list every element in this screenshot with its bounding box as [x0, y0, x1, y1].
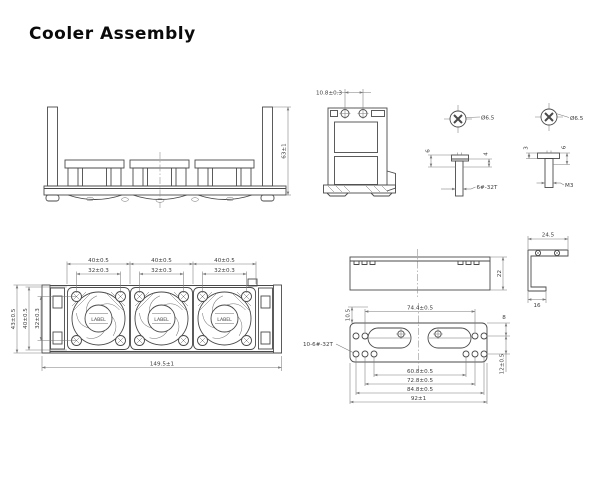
dim-left-label: 3 [524, 146, 530, 150]
dim-fan-height-label: 40±0.5 [23, 308, 29, 329]
dim-overall-width-label: 92±1 [411, 396, 427, 402]
channel-body [527, 249, 569, 292]
window-upper [334, 121, 378, 153]
dim-hole-spacing-label: 32±0.3 [151, 268, 172, 274]
dim-overall-height-label: 63±1 [282, 143, 288, 159]
dim-channel-bottom-label: 16 [533, 303, 541, 309]
front-elevation-view: 63±1 [43, 106, 291, 208]
window-lower [334, 156, 378, 185]
dim-hole-spacing-label: 32±0.3 [214, 268, 235, 274]
fan-unit [130, 287, 193, 350]
dim-channel-top-label: 24.5 [542, 233, 555, 239]
screw-head-side [537, 152, 560, 159]
channel-profile-view: 24.5 16 [527, 233, 569, 309]
dim-head-dia-label: Ø6.5 [570, 115, 584, 122]
base-tray [43, 185, 287, 196]
side-view: 10.8±0.3 [316, 89, 396, 197]
dim-overall-length-label: 149.5±1 [150, 362, 175, 368]
screw-detail-a: Ø6.5 6 4 6#-32T [426, 105, 498, 197]
dim-right-label: 4 [484, 152, 490, 156]
screw-detail-b: Ø6.5 3 6 M3 [524, 103, 584, 189]
screw-head-side [451, 154, 469, 162]
right-end-plate [273, 284, 282, 354]
back-plate-view: 74.4±0.5 10.5 10-6#-32T 60.8±0.5 72.8±0.… [303, 303, 510, 404]
page-title: Cooler Assembly [29, 24, 196, 44]
thread-note-label: 10-6#-32T [303, 342, 334, 348]
dim-edge-offset-label: 10.5 [346, 308, 352, 321]
corner-tab [247, 278, 258, 287]
dim-hole-spacing-label: 10.8±0.3 [316, 91, 342, 97]
slot [367, 327, 412, 349]
plate-edge-view: 22 [349, 249, 507, 298]
dim-right-label: 6 [562, 145, 568, 149]
fan-front-view: 40±0.5 40±0.5 40±0.5 32±0.3 32±0.3 32±0.… [11, 258, 282, 371]
dim-span-mid-label: 72.8±0.5 [407, 378, 433, 384]
dim-span-outer-label: 84.8±0.5 [407, 387, 433, 393]
dim-fan-width-label: 40±0.5 [214, 258, 235, 264]
side-body [327, 107, 388, 186]
dim-span-inner-label: 60.8±0.5 [407, 369, 433, 375]
dim-slot-span-label: 74.4±0.5 [407, 306, 433, 312]
fan-unit [193, 287, 256, 350]
slot [427, 327, 472, 349]
fan-block [129, 159, 190, 187]
fan-unit [67, 287, 130, 350]
dim-top-to-holes-label: 8 [502, 315, 506, 321]
left-end-plate [41, 284, 51, 354]
side-base [323, 184, 396, 194]
dim-overall-height-label: 43±0.5 [11, 308, 17, 329]
left-post [47, 106, 58, 187]
fan-block [194, 159, 255, 187]
dim-hole-spacing-v-label: 32±0.3 [35, 308, 41, 329]
dim-left-label: 6 [426, 149, 432, 153]
plate-edge-body [349, 256, 491, 291]
thread-spec-label: 6#-32T [477, 185, 498, 191]
fan-block [64, 159, 125, 187]
dim-hole-spacing-label: 32±0.3 [88, 268, 109, 274]
dim-edge-height-label: 22 [497, 270, 503, 277]
dim-head-dia-label: Ø6.5 [481, 115, 495, 122]
thread-spec-label: M3 [565, 183, 574, 189]
screw-shaft [544, 158, 554, 188]
dim-fan-width-label: 40±0.5 [151, 258, 172, 264]
screw-shaft [455, 160, 464, 197]
right-post [262, 106, 273, 187]
dim-hole-row-gap-label: 12±0.5 [500, 353, 506, 374]
dim-fan-width-label: 40±0.5 [88, 258, 109, 264]
